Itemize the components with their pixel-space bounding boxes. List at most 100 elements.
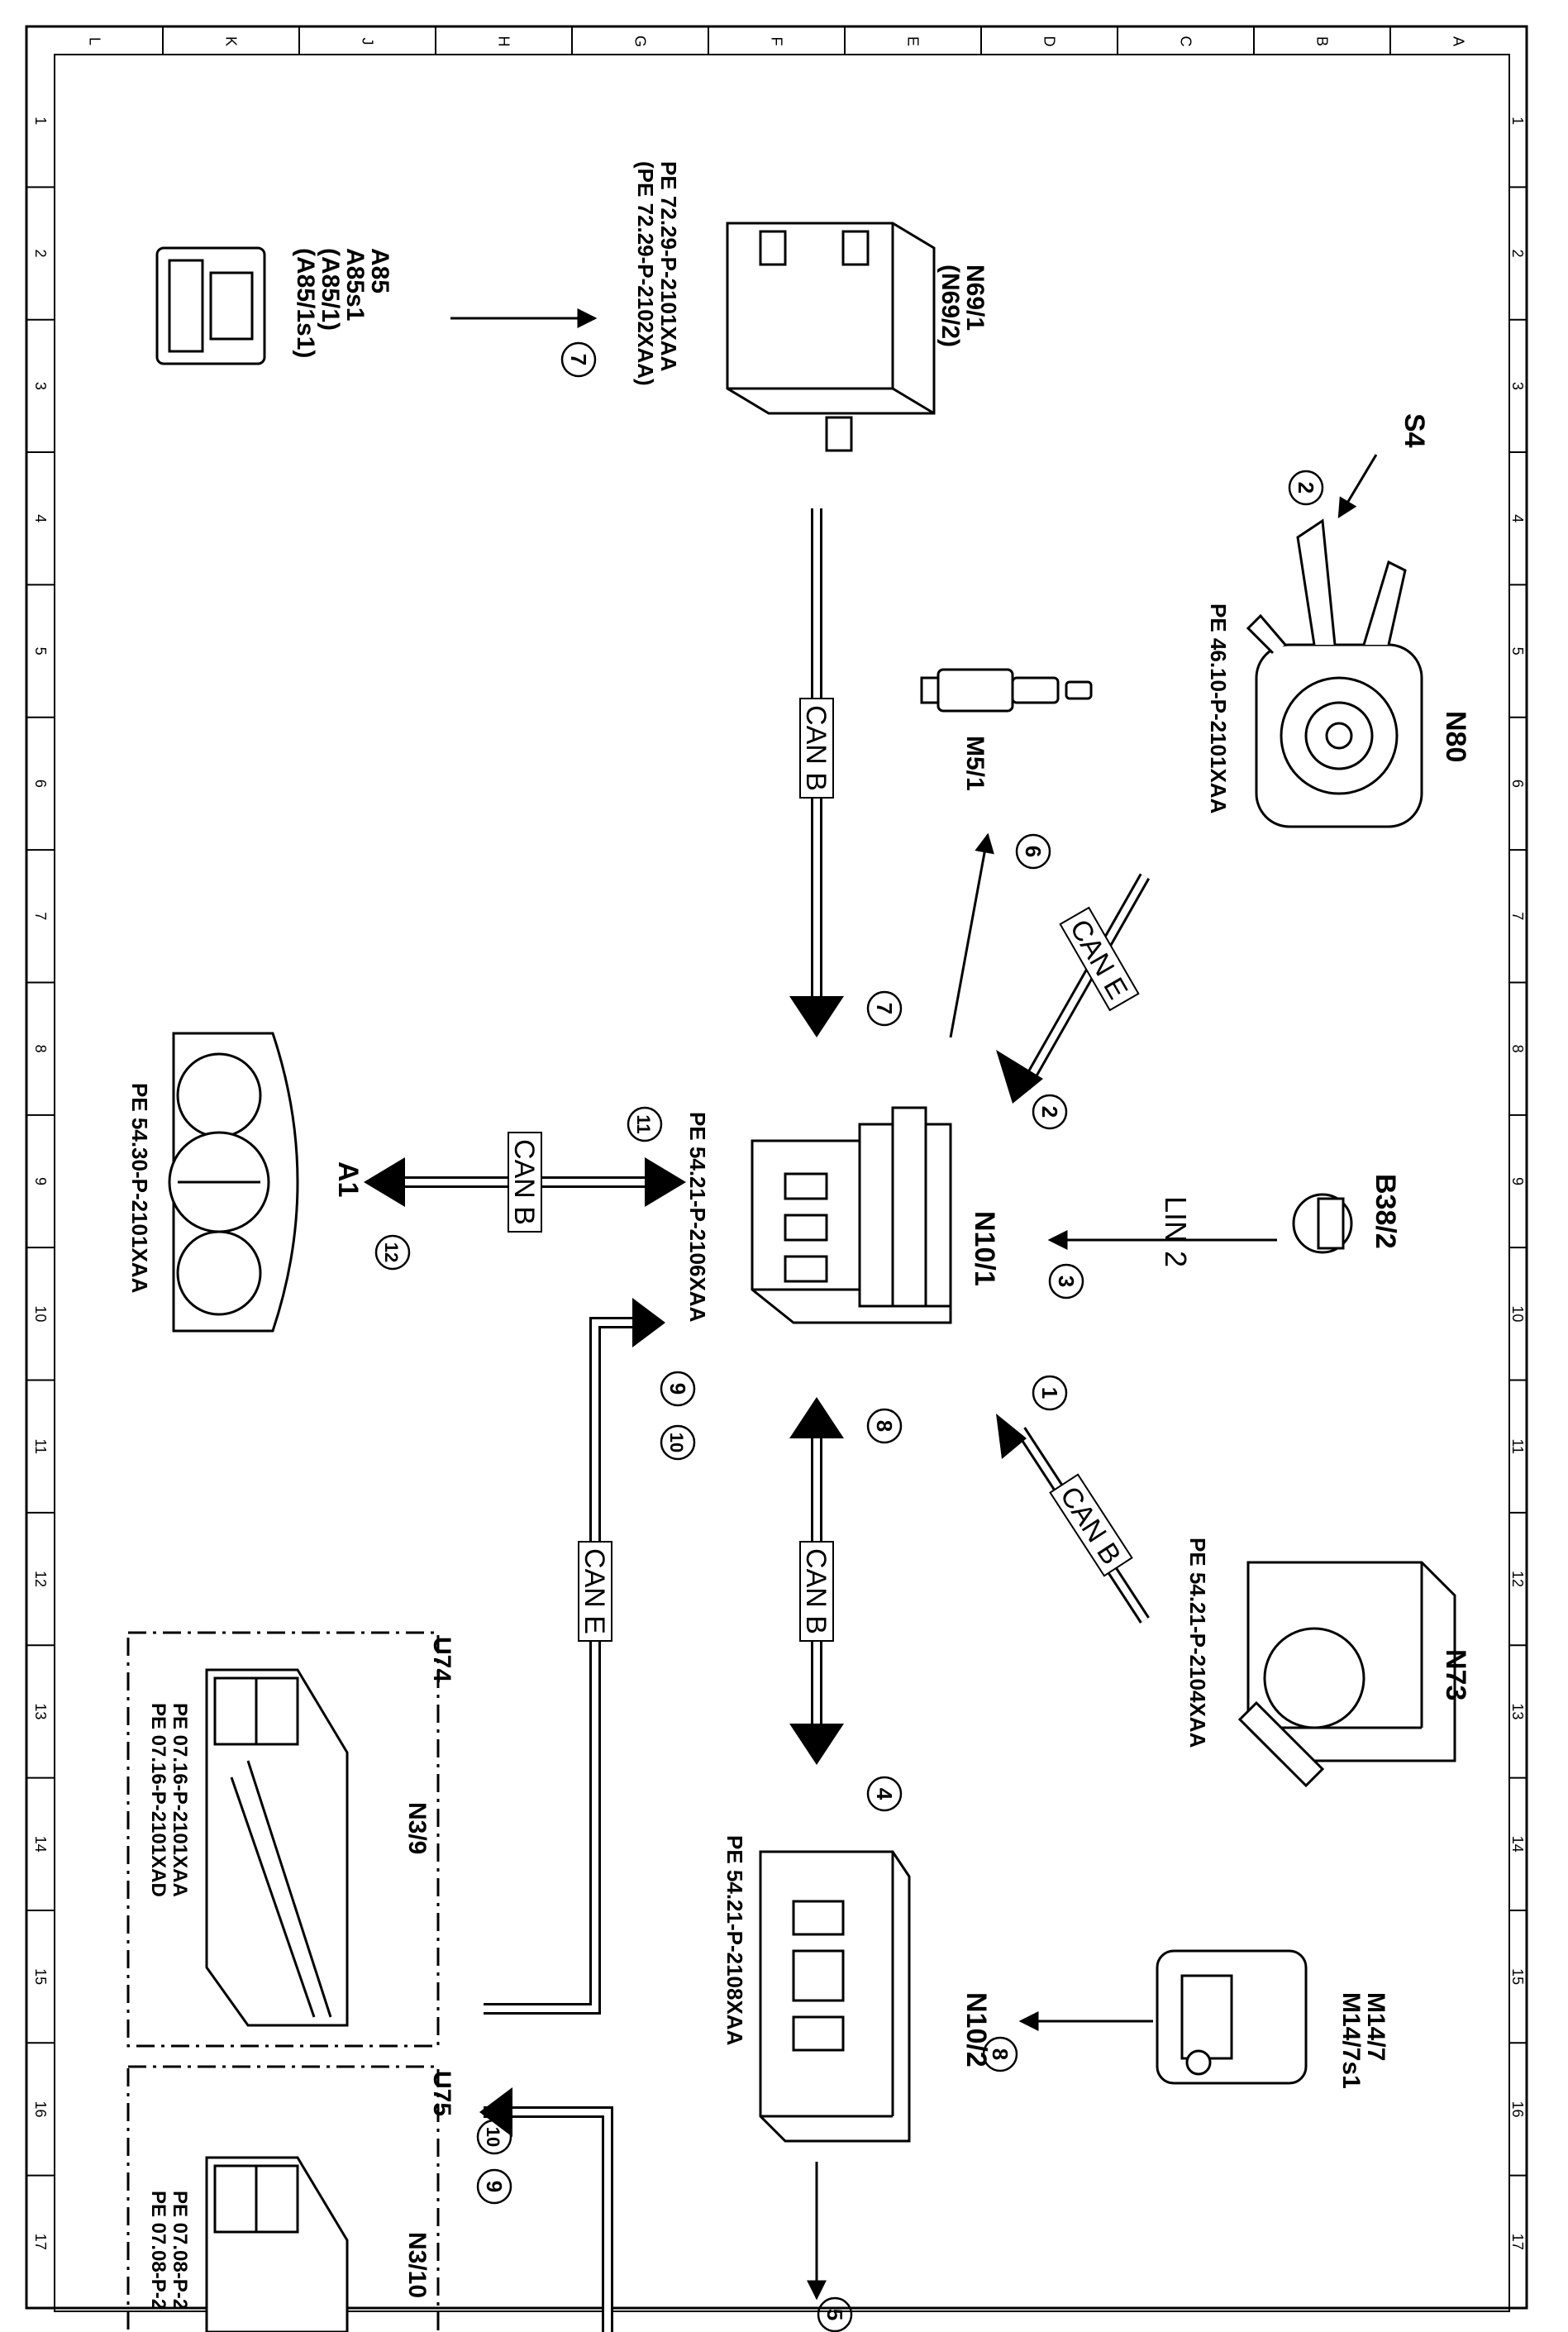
grid-row-label: 12 bbox=[32, 1571, 49, 1587]
grid-row-label: 11 bbox=[1509, 1438, 1526, 1454]
grid-row-label: 3 bbox=[1509, 382, 1526, 390]
label-m14-7: M14/7 bbox=[1362, 1992, 1389, 2061]
ref-n3-9-a: PE 07.16-P-2101XAA bbox=[169, 1703, 191, 1897]
grid-col-label: K bbox=[223, 36, 240, 46]
a1-instrument-cluster-icon bbox=[168, 1032, 299, 1333]
ref-n69-1: PE 72.29-P-2101XAA bbox=[656, 161, 681, 372]
grid-row-label: 3 bbox=[32, 382, 49, 390]
bus-label-lin-2: LIN 2 bbox=[1159, 1196, 1193, 1267]
label-a85-1s1: (A85/1s1) bbox=[292, 248, 319, 358]
grid-row-label: 15 bbox=[1509, 1968, 1526, 1985]
step-9a: 9 bbox=[665, 1383, 690, 1395]
label-n3-9: N3/9 bbox=[403, 1802, 431, 1854]
step-10b: 10 bbox=[483, 2127, 503, 2147]
ref-n3-10-a: PE 07.08-P-2 bbox=[169, 2191, 191, 2310]
step-1: 1 bbox=[1037, 1387, 1062, 1399]
grid-col-label: A bbox=[1451, 36, 1467, 46]
grid-row-label: 5 bbox=[32, 647, 49, 656]
step-2b: 2 bbox=[1037, 1106, 1062, 1118]
label-n3-10: N3/10 bbox=[403, 2232, 431, 2298]
grid-row-label: 4 bbox=[1509, 514, 1526, 522]
grid-row-label: 15 bbox=[32, 1968, 49, 1985]
grid-col-label: L bbox=[87, 37, 103, 45]
grid-row-label: 14 bbox=[1509, 1836, 1526, 1853]
grid-row-label: 9 bbox=[32, 1177, 49, 1185]
grid-col-label: F bbox=[769, 37, 785, 46]
step-4: 4 bbox=[872, 1788, 897, 1800]
grid-row-label: 11 bbox=[32, 1438, 49, 1454]
grid-col-label: B bbox=[1314, 36, 1331, 46]
n10-1-sam-icon bbox=[751, 1106, 952, 1324]
label-a85-1: (A85/1) bbox=[317, 248, 344, 331]
a85-component-icon bbox=[155, 246, 266, 365]
ref-n3-10-b: PE 07.08-P-2 bbox=[147, 2191, 169, 2310]
step-numbers: 7 2 6 7 2 11 12 3 9 10 8 1 4 8 9 10 5 bbox=[381, 354, 1318, 2320]
grid-row-label: 7 bbox=[32, 912, 49, 920]
grid-row-label: 17 bbox=[32, 2234, 49, 2250]
label-n69-2: (N69/2) bbox=[937, 265, 964, 347]
grid-row-label: 16 bbox=[32, 2101, 49, 2117]
m5-motor-icon bbox=[920, 668, 1093, 713]
n3-9-ecu-icon bbox=[205, 1668, 349, 2027]
grid-row-label: 2 bbox=[32, 250, 49, 258]
bus-label-can-e-2: CAN E bbox=[579, 1548, 610, 1634]
grid-col-label: D bbox=[1041, 36, 1058, 47]
bus-label-can-b-2: CAN B bbox=[508, 1139, 540, 1225]
bus-label-can-b-1: CAN B bbox=[800, 705, 832, 791]
label-a85: A85 bbox=[366, 248, 393, 293]
label-n80: N80 bbox=[1440, 711, 1471, 762]
grid-row-label: 1 bbox=[32, 117, 49, 125]
label-n73: N73 bbox=[1440, 1649, 1471, 1700]
grid-col-label: E bbox=[905, 36, 922, 46]
bus-label-can-b-3: CAN B bbox=[800, 1548, 832, 1634]
grid-col-label: H bbox=[496, 36, 512, 47]
step-3: 3 bbox=[1054, 1276, 1079, 1287]
label-u74: U74 bbox=[428, 1637, 455, 1682]
label-s4: S4 bbox=[1399, 413, 1430, 448]
grid-row-label: 6 bbox=[32, 780, 49, 788]
step-8b: 8 bbox=[988, 2048, 1013, 2060]
step-11: 11 bbox=[633, 1114, 654, 1133]
ref-n10-2: PE 54.21-P-2108XAA bbox=[722, 1835, 747, 2046]
step-7b: 7 bbox=[872, 1003, 897, 1014]
label-n10-2: N10/2 bbox=[960, 1992, 992, 2067]
label-a1: A1 bbox=[332, 1161, 364, 1197]
ref-n80: PE 46.10-P-2101XAA bbox=[1206, 603, 1231, 814]
grid-row-label: 8 bbox=[1509, 1045, 1526, 1053]
grid-row-label: 7 bbox=[1509, 912, 1526, 920]
label-m14-7s1: M14/7s1 bbox=[1337, 1992, 1365, 2089]
n80-steering-column-icon bbox=[1246, 518, 1423, 828]
label-m5-1: M5/1 bbox=[961, 736, 989, 791]
label-u75: U75 bbox=[428, 2071, 455, 2116]
component-drawings bbox=[155, 222, 1456, 2332]
component-labels: A85 A85s1 (A85/1) (A85/1s1) PE 72.29-P-2… bbox=[127, 161, 1471, 2310]
n69-module-icon bbox=[726, 222, 936, 452]
m14-motor-icon bbox=[1156, 1949, 1308, 2085]
n73-ignition-switch-icon bbox=[1237, 1561, 1456, 1788]
grid-row-label: 10 bbox=[32, 1305, 49, 1322]
label-n10-1: N10/1 bbox=[969, 1211, 1000, 1286]
ref-n73: PE 54.21-P-2104XAA bbox=[1185, 1538, 1210, 1748]
grid-row-label: 17 bbox=[1509, 2234, 1526, 2250]
dashed-groups bbox=[126, 1631, 440, 2332]
step-10a: 10 bbox=[666, 1433, 687, 1452]
grid-row-label: 16 bbox=[1509, 2101, 1526, 2117]
grid-col-label: J bbox=[360, 38, 376, 45]
grid-row-label: 8 bbox=[32, 1045, 49, 1053]
grid-row-label: 4 bbox=[32, 514, 49, 522]
grid-row-label: 1 bbox=[1509, 117, 1526, 125]
grid-row-label: 13 bbox=[1509, 1703, 1526, 1719]
grid-row-label: 10 bbox=[1509, 1305, 1526, 1322]
grid-col-label: C bbox=[1178, 36, 1194, 47]
n10-2-sam-icon bbox=[759, 1850, 911, 2143]
step-8a: 8 bbox=[872, 1420, 897, 1432]
label-a85s1: A85s1 bbox=[341, 248, 369, 321]
step-12: 12 bbox=[381, 1242, 402, 1262]
step-6: 6 bbox=[1021, 846, 1046, 857]
grid-col-label: G bbox=[632, 36, 649, 47]
n3-10-ecu-icon bbox=[205, 2156, 349, 2332]
step-7a: 7 bbox=[566, 354, 591, 365]
